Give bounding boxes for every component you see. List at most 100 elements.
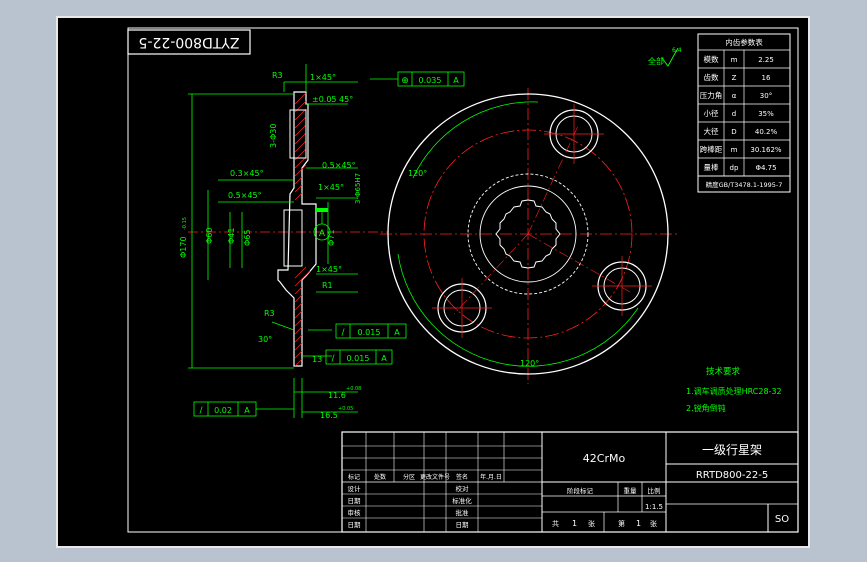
tolerance-frame-2: / 0.015 A [335, 323, 407, 339]
spline-cell-name: 齿数 [704, 72, 719, 82]
header-label: 签名 [456, 473, 468, 481]
section-hole-top [289, 109, 307, 159]
tolerance-frame-3: / 0.015 A [325, 349, 393, 365]
dim-chamfer-03: 0.3×45° [230, 169, 264, 178]
sheet-unit2: 张 [650, 519, 657, 528]
row-label-mid: 校对 [456, 484, 470, 493]
dim-radius-r3: R3 [272, 71, 283, 80]
dim-radius-r1: R1 [322, 281, 333, 290]
title-block [341, 431, 799, 533]
spline-cell-value: 2.25 [758, 56, 774, 64]
drawing-no: RRTD800-22-5 [696, 470, 768, 481]
section-hole-mid [283, 209, 303, 267]
planet-hole-top [544, 104, 604, 164]
datum-a: A [313, 208, 331, 241]
stage-label-3: 比例 [648, 486, 661, 495]
spline-cell-sym: D [731, 128, 736, 136]
tol-datum-3: A [381, 354, 387, 363]
spline-accuracy: 精度GB/T3478.1-1995-7 [706, 180, 783, 189]
section-outline [277, 91, 317, 367]
inner-spline [495, 199, 561, 269]
dim-dia-41: Φ41 [227, 228, 236, 244]
total-label: 共 [552, 519, 559, 528]
datum-label: A [319, 229, 326, 239]
drawing-sheet: ZYTD800-22-5 全部 6.4 [56, 16, 810, 548]
header-label: 处数 [374, 473, 386, 481]
tol-value-2: 0.015 [358, 328, 381, 337]
tol-symbol-4: / [199, 406, 203, 416]
dim-dia-60: Φ60 [205, 228, 214, 244]
angle-label-top: 120° [408, 169, 427, 178]
material: 42CrMo [583, 452, 626, 465]
scale: 1:1.5 [645, 503, 663, 511]
roughness-note: 全部 6.4 [648, 47, 682, 67]
spline-table-title: 内齿参数表 [725, 37, 763, 47]
tol-symbol-2: / [341, 328, 345, 338]
dim-holes2: 3-Φ65H7 [354, 173, 362, 204]
dim-angle-30: 30° [258, 335, 272, 344]
dim-len-16-tol: +0.05 [338, 406, 353, 412]
sheet-label: 第 [618, 519, 625, 528]
spline-cell-sym: d [732, 110, 736, 118]
hidden-circle-inner [479, 185, 577, 283]
tol-symbol-1: ⊕ [401, 76, 409, 86]
bolt-circle-arc-green [397, 253, 639, 367]
section-dim-lines [188, 64, 358, 418]
spline-cell-sym: Z [732, 74, 737, 82]
dim-chamfer-005: ±0.05 45° [312, 95, 353, 104]
sheet-no: 1 [636, 519, 641, 528]
row-label-mid: 标准化 [452, 496, 472, 505]
spline-cell-sym: dp [730, 164, 739, 172]
tol-value-4: 0.02 [214, 406, 232, 415]
tol-value-1: 0.035 [419, 76, 442, 85]
row-label-left: 日期 [348, 497, 362, 505]
dim-len-11-tol: +0.08 [346, 386, 361, 392]
title-block-texts: 42CrMo 一级行星架 RRTD800-22-5 1:1.5 共 1 张 第 … [348, 443, 790, 529]
roughness-label: 全部 [648, 56, 664, 66]
tolerance-frame-1: ⊕ 0.035 A [370, 71, 465, 87]
spline-cell-name: 跨棒距 [700, 144, 723, 154]
spline-cell-name: 压力角 [700, 90, 723, 100]
tol-datum-1: A [453, 76, 459, 85]
dim-chamfer-05a: 0.5×45° [322, 161, 356, 170]
tol-value-3: 0.015 [347, 354, 370, 363]
header-label: 标记 [348, 473, 360, 481]
spline-cell-name: 大径 [704, 126, 719, 136]
row-label-left: 设计 [348, 484, 362, 493]
spline-cell-value: 35% [758, 110, 774, 118]
dim-chamfer-1-mid: 1×45° [318, 183, 344, 192]
header-label: 年.月.日 [480, 473, 502, 481]
spline-cell-name: 小径 [704, 108, 719, 118]
header-label: 更改文件号 [420, 473, 450, 481]
dim-chamfer-1-bot: 1×45° [316, 265, 342, 274]
tech-note-2: 2.锐角倒钝 [686, 403, 726, 413]
spline-cell-name: 模数 [704, 54, 719, 64]
stamp-number: ZYTD800-22-5 [138, 34, 239, 50]
row-label-mid: 批准 [456, 508, 470, 517]
stage-label-2: 重量 [624, 487, 638, 495]
roughness-symbol [661, 47, 679, 67]
sheet-unit: 张 [588, 519, 595, 528]
angle-label-bottom: 120° [520, 359, 539, 368]
tech-notes: 技术要求 1.调车调质处理HRC28-32 2.锐角倒钝 [686, 366, 782, 413]
stamp-box: ZYTD800-22-5 [127, 29, 251, 55]
section-hatch [294, 92, 311, 367]
planet-hole-right [592, 256, 652, 316]
spline-cell-value: 30° [760, 92, 772, 100]
row-label-left: 审核 [348, 508, 362, 517]
spline-cell-value: 30.162% [750, 146, 781, 154]
spline-cell-sym: m [731, 146, 738, 154]
row-label-left: 日期 [348, 521, 362, 529]
spline-cell-value: 16 [762, 74, 771, 82]
dim-dia-170-tol: -0.15 [182, 217, 188, 230]
tech-notes-title: 技术要求 [706, 366, 741, 377]
corner-mark: SO [775, 514, 789, 525]
dim-dia-170: Φ170 [179, 236, 188, 258]
tol-symbol-3: / [331, 354, 335, 364]
hidden-circle-outer [467, 173, 589, 295]
front-view: 120° 120° [380, 88, 678, 384]
